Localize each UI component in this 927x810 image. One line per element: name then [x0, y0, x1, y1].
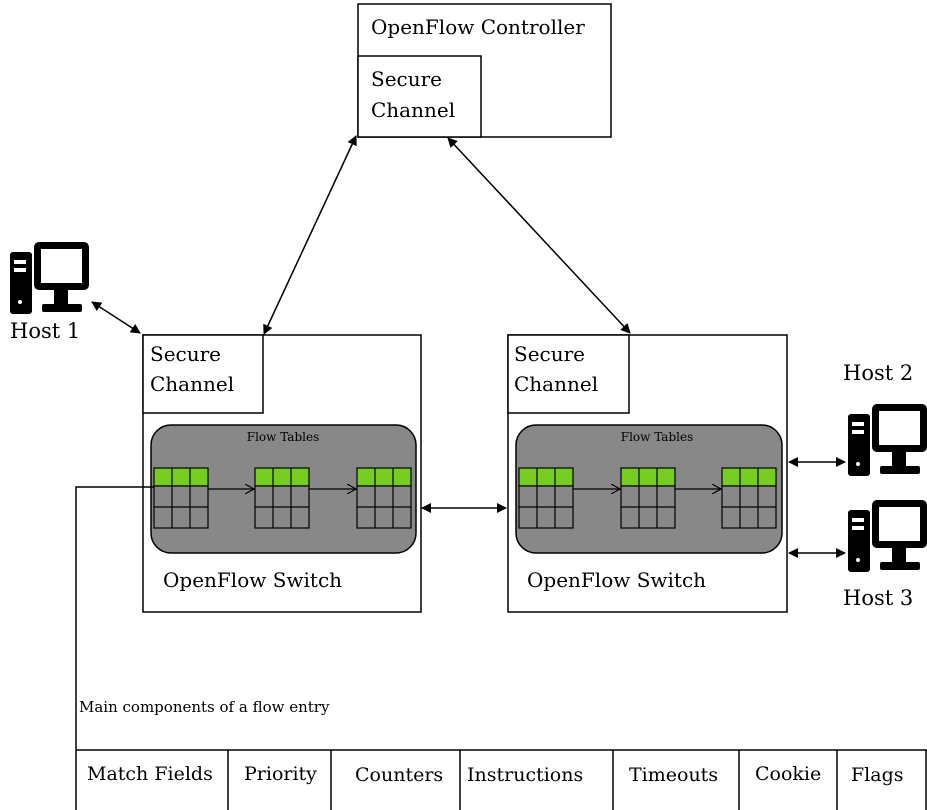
- host1-link-arrow: [91, 301, 141, 334]
- right-flow-table-3: [721, 467, 777, 529]
- openflow-controller: OpenFlow Controller Secure Channel: [357, 3, 612, 138]
- right-flow-tables-label: Flow Tables: [621, 430, 693, 444]
- flow-entry-field: Cookie: [755, 763, 821, 785]
- flow-entry-caption: Main components of a flow entry: [79, 698, 330, 716]
- left-channel-line1: Secure: [150, 342, 221, 366]
- right-flow-table-1: [518, 467, 574, 529]
- left-flow-table-1: [153, 467, 209, 529]
- left-flow-tables-label: Flow Tables: [247, 430, 319, 444]
- controller-secure-channel: [357, 55, 482, 138]
- right-channel-line2: Channel: [514, 372, 598, 396]
- host2-computer-icon: [848, 404, 927, 476]
- host3-computer-icon: [848, 500, 927, 572]
- host2-label: Host 2: [843, 361, 913, 385]
- host-3: Host 3: [843, 500, 927, 610]
- left-channel-line2: Channel: [150, 372, 234, 396]
- controller-channel-line1: Secure: [371, 67, 442, 91]
- host3-label: Host 3: [843, 586, 913, 610]
- controller-title: OpenFlow Controller: [371, 15, 585, 39]
- left-flow-table-2: [254, 467, 310, 529]
- left-secure-channel: [142, 334, 264, 414]
- flow-entry-field: Match Fields: [87, 763, 213, 785]
- right-flow-table-2: [620, 467, 676, 529]
- controller-channel-line2: Channel: [371, 98, 455, 122]
- flow-entry-field: Flags: [851, 764, 904, 786]
- openflow-switch-right: Secure Channel Flow Tables OpenFlow Swit…: [507, 334, 788, 613]
- flow-entry-field: Priority: [244, 763, 317, 785]
- flow-entry: Main components of a flow entry Match Fi…: [76, 698, 927, 810]
- right-secure-channel: [507, 334, 630, 414]
- controller-right-link-arrow: [447, 137, 631, 334]
- host1-label: Host 1: [10, 319, 80, 343]
- left-flow-table-3: [356, 467, 412, 529]
- right-switch-label: OpenFlow Switch: [527, 568, 706, 592]
- flow-entry-field: Instructions: [467, 764, 583, 786]
- host-2: Host 2: [843, 361, 927, 476]
- flow-entry-connector-line: [75, 486, 154, 810]
- right-channel-line1: Secure: [514, 342, 585, 366]
- host-1: Host 1: [10, 242, 89, 343]
- controller-left-link-arrow: [263, 135, 357, 335]
- openflow-switch-left: Secure Channel Flow Tables OpenFlow Swit…: [142, 334, 422, 613]
- host1-computer-icon: [10, 242, 89, 314]
- flow-entry-field: Timeouts: [629, 764, 718, 786]
- left-switch-label: OpenFlow Switch: [163, 568, 342, 592]
- flow-entry-field: Counters: [355, 764, 443, 786]
